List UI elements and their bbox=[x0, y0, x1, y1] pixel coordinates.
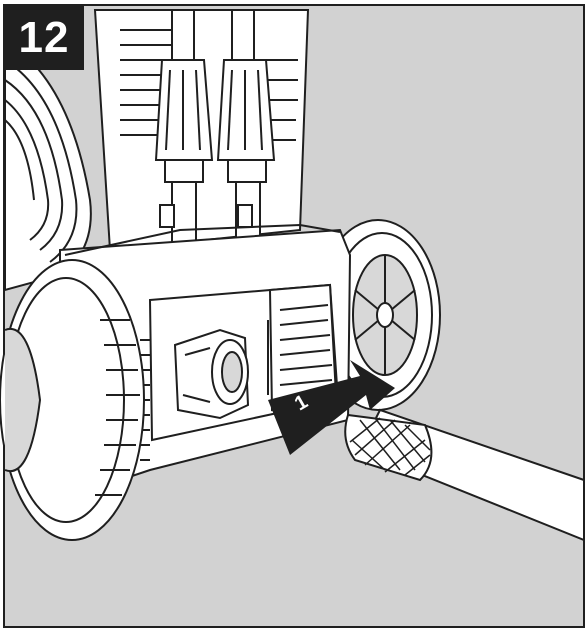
insert-direction-arrow bbox=[268, 360, 395, 455]
upper-hose-couplers bbox=[154, 9, 276, 285]
water-inlet-fitting bbox=[173, 328, 250, 420]
garden-hose bbox=[344, 408, 585, 542]
left-wheel bbox=[0, 259, 145, 541]
step-number-badge: 12 bbox=[4, 6, 84, 70]
